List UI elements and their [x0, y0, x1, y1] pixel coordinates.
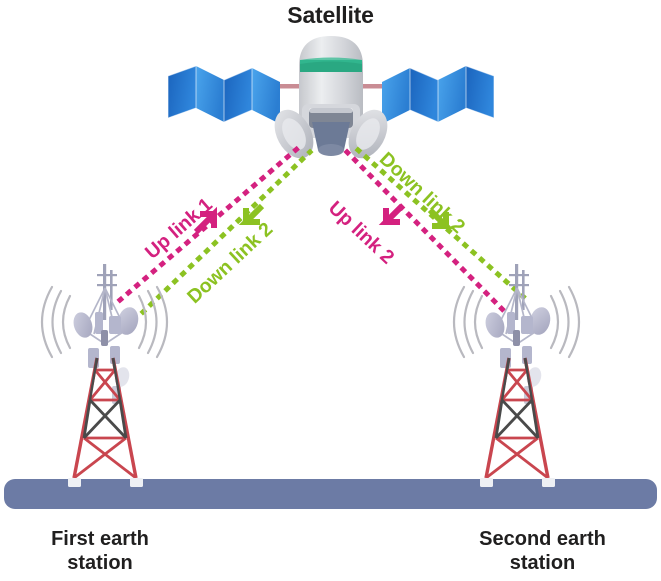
tower-footing-right	[542, 478, 555, 487]
tower-first-earth-station	[41, 264, 168, 487]
link-line-up-link-2-right	[343, 148, 509, 316]
arrow-down-link-2-right	[427, 207, 454, 229]
tower-dish-left	[485, 312, 505, 338]
signal-waves-right-inner	[549, 285, 580, 359]
link-lines	[116, 144, 531, 316]
satellite-band	[300, 60, 362, 72]
arrow-up-link-1	[193, 206, 217, 235]
satellite-dish-right	[348, 109, 388, 159]
signal-waves-left-inner	[137, 285, 168, 359]
solar-panel-left	[167, 65, 280, 128]
solar-panel-right	[382, 65, 495, 128]
page-title: Satellite	[287, 2, 374, 28]
satellite-body	[299, 36, 363, 122]
arrow-down-link-2-left	[238, 203, 265, 225]
tower-dish-right	[117, 307, 139, 335]
arrow-up-link-2-right	[378, 203, 405, 225]
signal-waves-right-outer	[453, 285, 484, 359]
satellite-graphic	[167, 36, 495, 159]
tower-dark-frame	[494, 357, 540, 439]
tower-footing-left	[68, 478, 81, 487]
satellite-dish-mount	[312, 122, 350, 150]
tower-dark-frame	[82, 357, 128, 439]
tower-footing-right	[130, 478, 143, 487]
tower-dish-right	[529, 307, 551, 335]
satellite-dish-left	[274, 109, 314, 159]
label-second-earth-station: Second earth station	[479, 528, 606, 575]
label-first-earth-station: First earth station	[51, 528, 149, 575]
tower-dish-left	[73, 312, 93, 338]
ground-bar	[4, 479, 657, 509]
tower-second-earth-station	[453, 264, 580, 487]
signal-waves-left-outer	[41, 285, 72, 359]
tower-footing-left	[480, 478, 493, 487]
